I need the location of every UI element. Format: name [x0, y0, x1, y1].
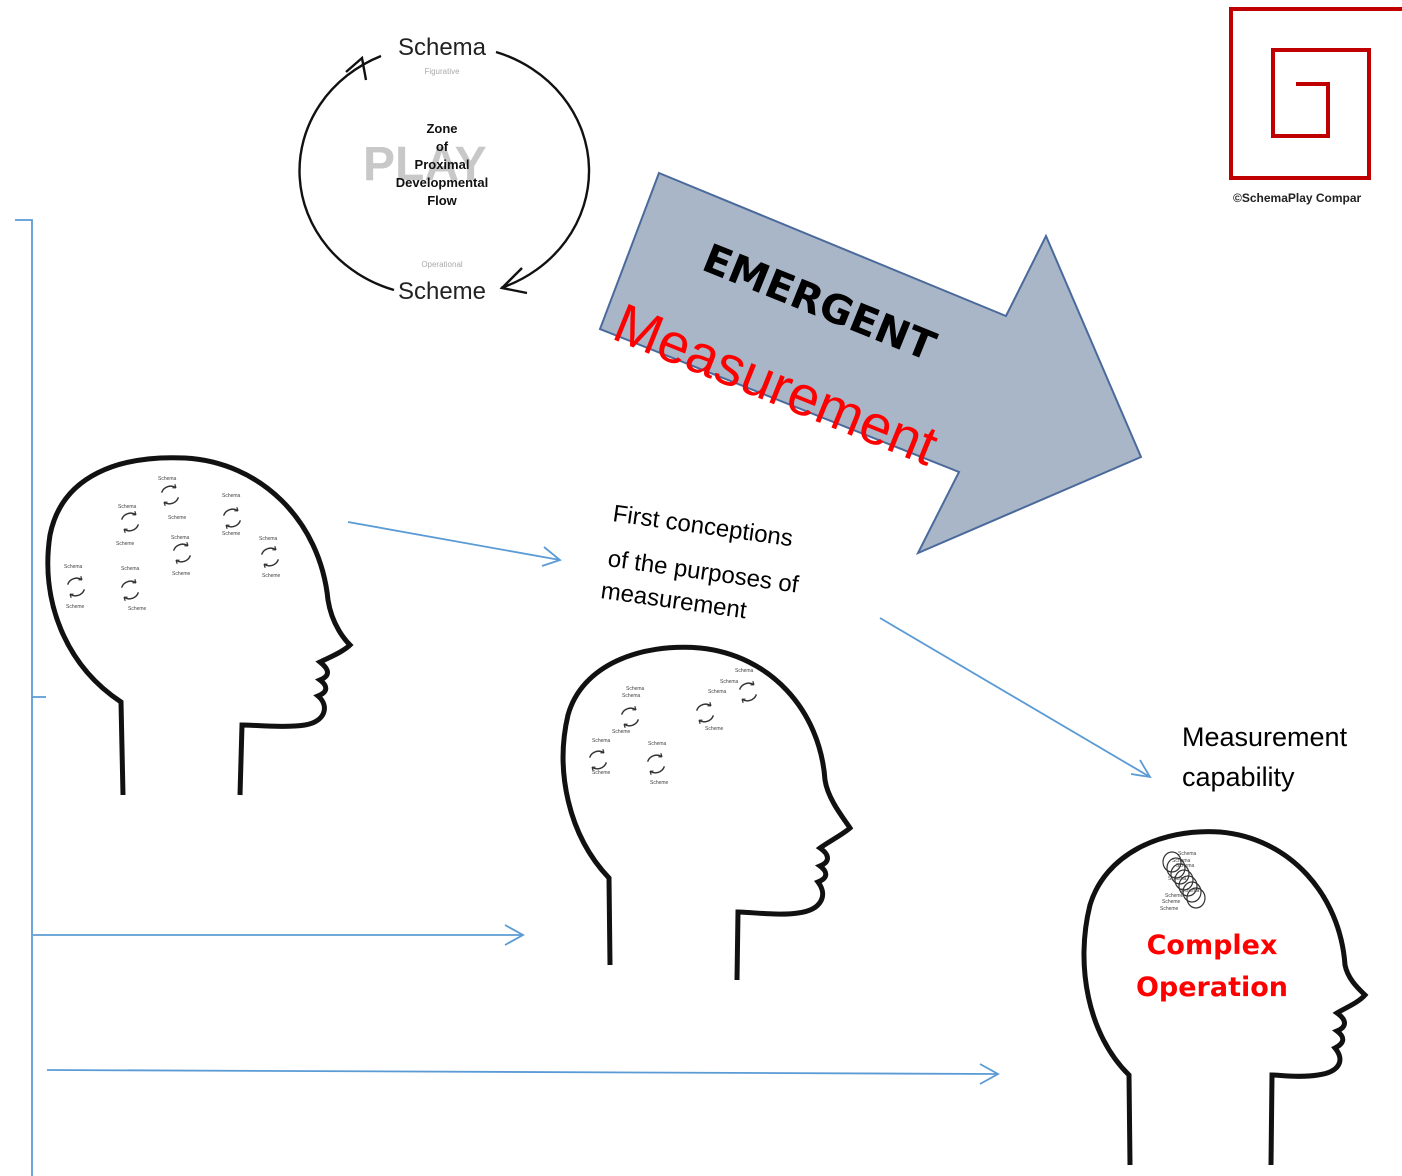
head-schema-label: Schema	[259, 536, 278, 542]
head-schema-label: Schema	[222, 493, 241, 499]
cycle-center-line: of	[436, 139, 449, 154]
head-scheme-label: Scheme	[1165, 893, 1184, 899]
head-schema-label: Schema	[720, 679, 739, 685]
head-schema-label: Schema	[648, 741, 667, 747]
arrowhead-icon	[979, 1063, 1000, 1085]
head-scheme-label: Scheme	[172, 571, 191, 577]
head-schema-label: Schema	[171, 535, 190, 541]
logo-caption: ©SchemaPlay Compar	[1233, 191, 1362, 205]
head-scheme-label: Scheme	[222, 531, 241, 537]
cycle-top-sublabel: Figurative	[424, 67, 460, 76]
arrowhead-icon	[541, 546, 562, 567]
head-scheme-label: Scheme	[168, 515, 187, 521]
arrowhead-icon	[504, 924, 525, 946]
cycle-watermark: PLAY	[363, 138, 487, 191]
cycle-center-line: Developmental	[396, 175, 488, 190]
head-novice: Schema Schema Schema Schema Schema Schem…	[45, 455, 354, 796]
left-bracket	[15, 219, 46, 1176]
head-scheme-label: Scheme	[262, 573, 281, 579]
head-schema-label: Schema	[708, 689, 727, 695]
head-scheme-label: Scheme	[128, 606, 147, 612]
cycle-top-label: Schema	[398, 34, 487, 61]
head-schema-label: Schema	[121, 566, 140, 572]
capability-caption: Measurement capability	[1182, 722, 1348, 792]
cycle-bottom-sublabel: Operational	[421, 260, 463, 269]
head-schema-label: Schema	[158, 476, 177, 482]
head-schema-label: Schema	[622, 693, 641, 699]
head-advanced: Schema Schema Schema Schema Schema Schem…	[1081, 829, 1369, 1166]
head-schema-label: Schema	[118, 504, 137, 510]
head-schema-label: Schema	[1172, 858, 1191, 864]
cycle-arrowhead-top-icon	[345, 55, 368, 81]
head-schema-label: Schema	[1181, 888, 1200, 894]
caption-line: capability	[1182, 762, 1295, 792]
arrowhead-icon	[1130, 759, 1152, 779]
head-schema-label: Schema	[1176, 863, 1195, 869]
cycle-center-line: Zone	[426, 121, 457, 136]
head-scheme-label: Scheme	[66, 604, 85, 610]
head-schema-label: Schema	[1178, 851, 1197, 857]
head-scheme-label: Scheme	[1162, 899, 1181, 905]
head-scheme-label: Scheme	[650, 780, 669, 786]
head-schema-label: Schema	[592, 738, 611, 744]
schema-scheme-cycle: PLAY Schema Figurative Operational Schem…	[298, 34, 591, 305]
head-scheme-label: Scheme	[612, 729, 631, 735]
head-intermediate: Schema Schema Schema Schema Schema Schem…	[560, 644, 854, 981]
connector-bracket-to-head3	[46, 1063, 1000, 1085]
cycle-bottom-label: Scheme	[398, 278, 486, 305]
schema-cycle-icon	[66, 483, 280, 602]
cycle-arrowhead-bottom-icon	[499, 267, 528, 295]
head-scheme-label: Scheme	[1160, 906, 1179, 912]
first-conceptions-caption: First conceptions of the purposes of mea…	[599, 500, 800, 624]
cycle-center-line: Flow	[427, 193, 457, 208]
head-schema-label: Schema	[64, 564, 83, 570]
head-scheme-label: Scheme	[592, 770, 611, 776]
connector-head1-to-caption	[347, 521, 562, 567]
schema-cycle-icon	[588, 680, 758, 776]
head-scheme-label: Scheme	[705, 726, 724, 732]
head-schema-label: Schema	[626, 686, 645, 692]
caption-line: Measurement	[1182, 722, 1348, 752]
cycle-center-line: Proximal	[415, 157, 470, 172]
connector-caption-to-capability	[879, 617, 1152, 779]
head-scheme-label: Scheme	[116, 541, 135, 547]
complex-operation-line: Operation	[1136, 972, 1288, 1003]
head-schema-label: Schema	[735, 668, 754, 674]
emergent-arrow-banner: EMERGENT Measurement	[598, 171, 1143, 556]
complex-operation-line: Complex	[1147, 930, 1278, 961]
connector-bracket-to-head2	[33, 924, 525, 946]
head-schema-label: Schema	[1168, 876, 1187, 882]
schemaplay-logo: ©SchemaPlay Compar	[1229, 7, 1402, 205]
stacked-schema-icon	[1162, 851, 1206, 909]
caption-line: First conceptions	[611, 500, 794, 552]
